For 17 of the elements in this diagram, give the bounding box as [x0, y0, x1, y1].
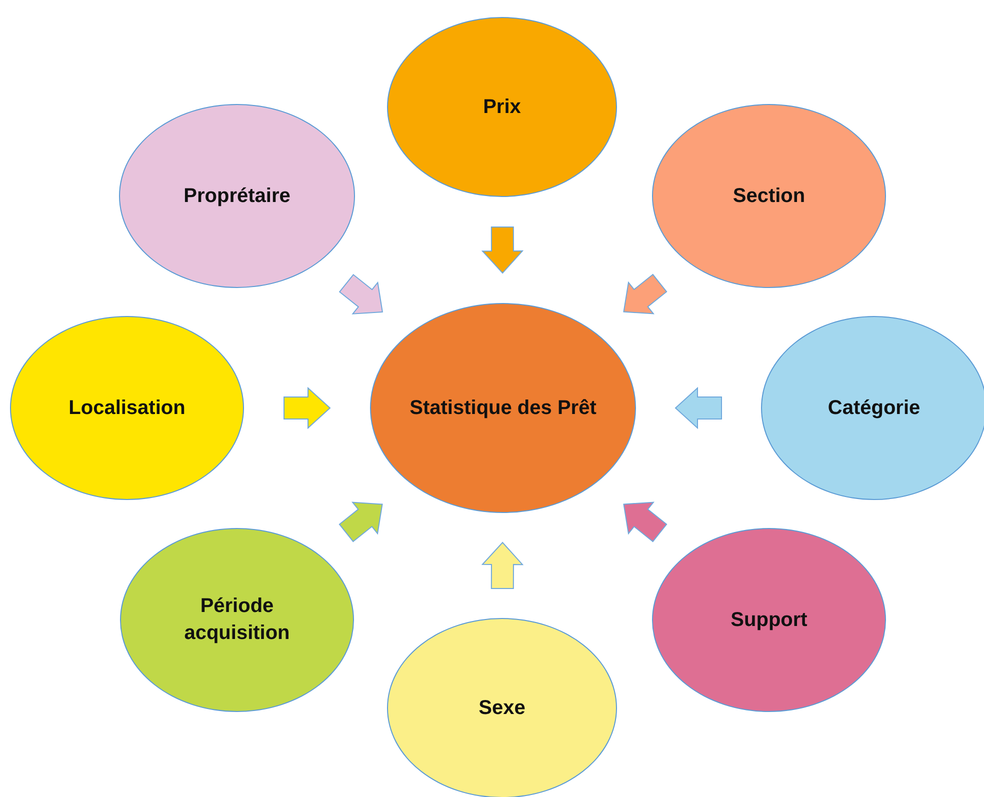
block-arrow [481, 542, 524, 590]
node-label: Proprétaire [184, 184, 290, 208]
node-label: Localisation [68, 396, 186, 420]
node-label: Catégorie [828, 396, 920, 420]
block-arrow [674, 386, 722, 430]
node-label: Statistique des Prêt [410, 396, 596, 420]
block-arrow [481, 226, 524, 274]
block-arrow [623, 274, 668, 314]
node-label: Section [732, 184, 806, 208]
node-label: Sexe [478, 696, 526, 720]
block-arrow [338, 502, 383, 542]
node-label: Période acquisition [183, 594, 291, 646]
block-arrow [338, 274, 384, 314]
block-arrow [623, 502, 668, 542]
block-arrow [284, 386, 331, 430]
node-label: Prix [483, 94, 521, 120]
node-label: Support [730, 608, 808, 632]
